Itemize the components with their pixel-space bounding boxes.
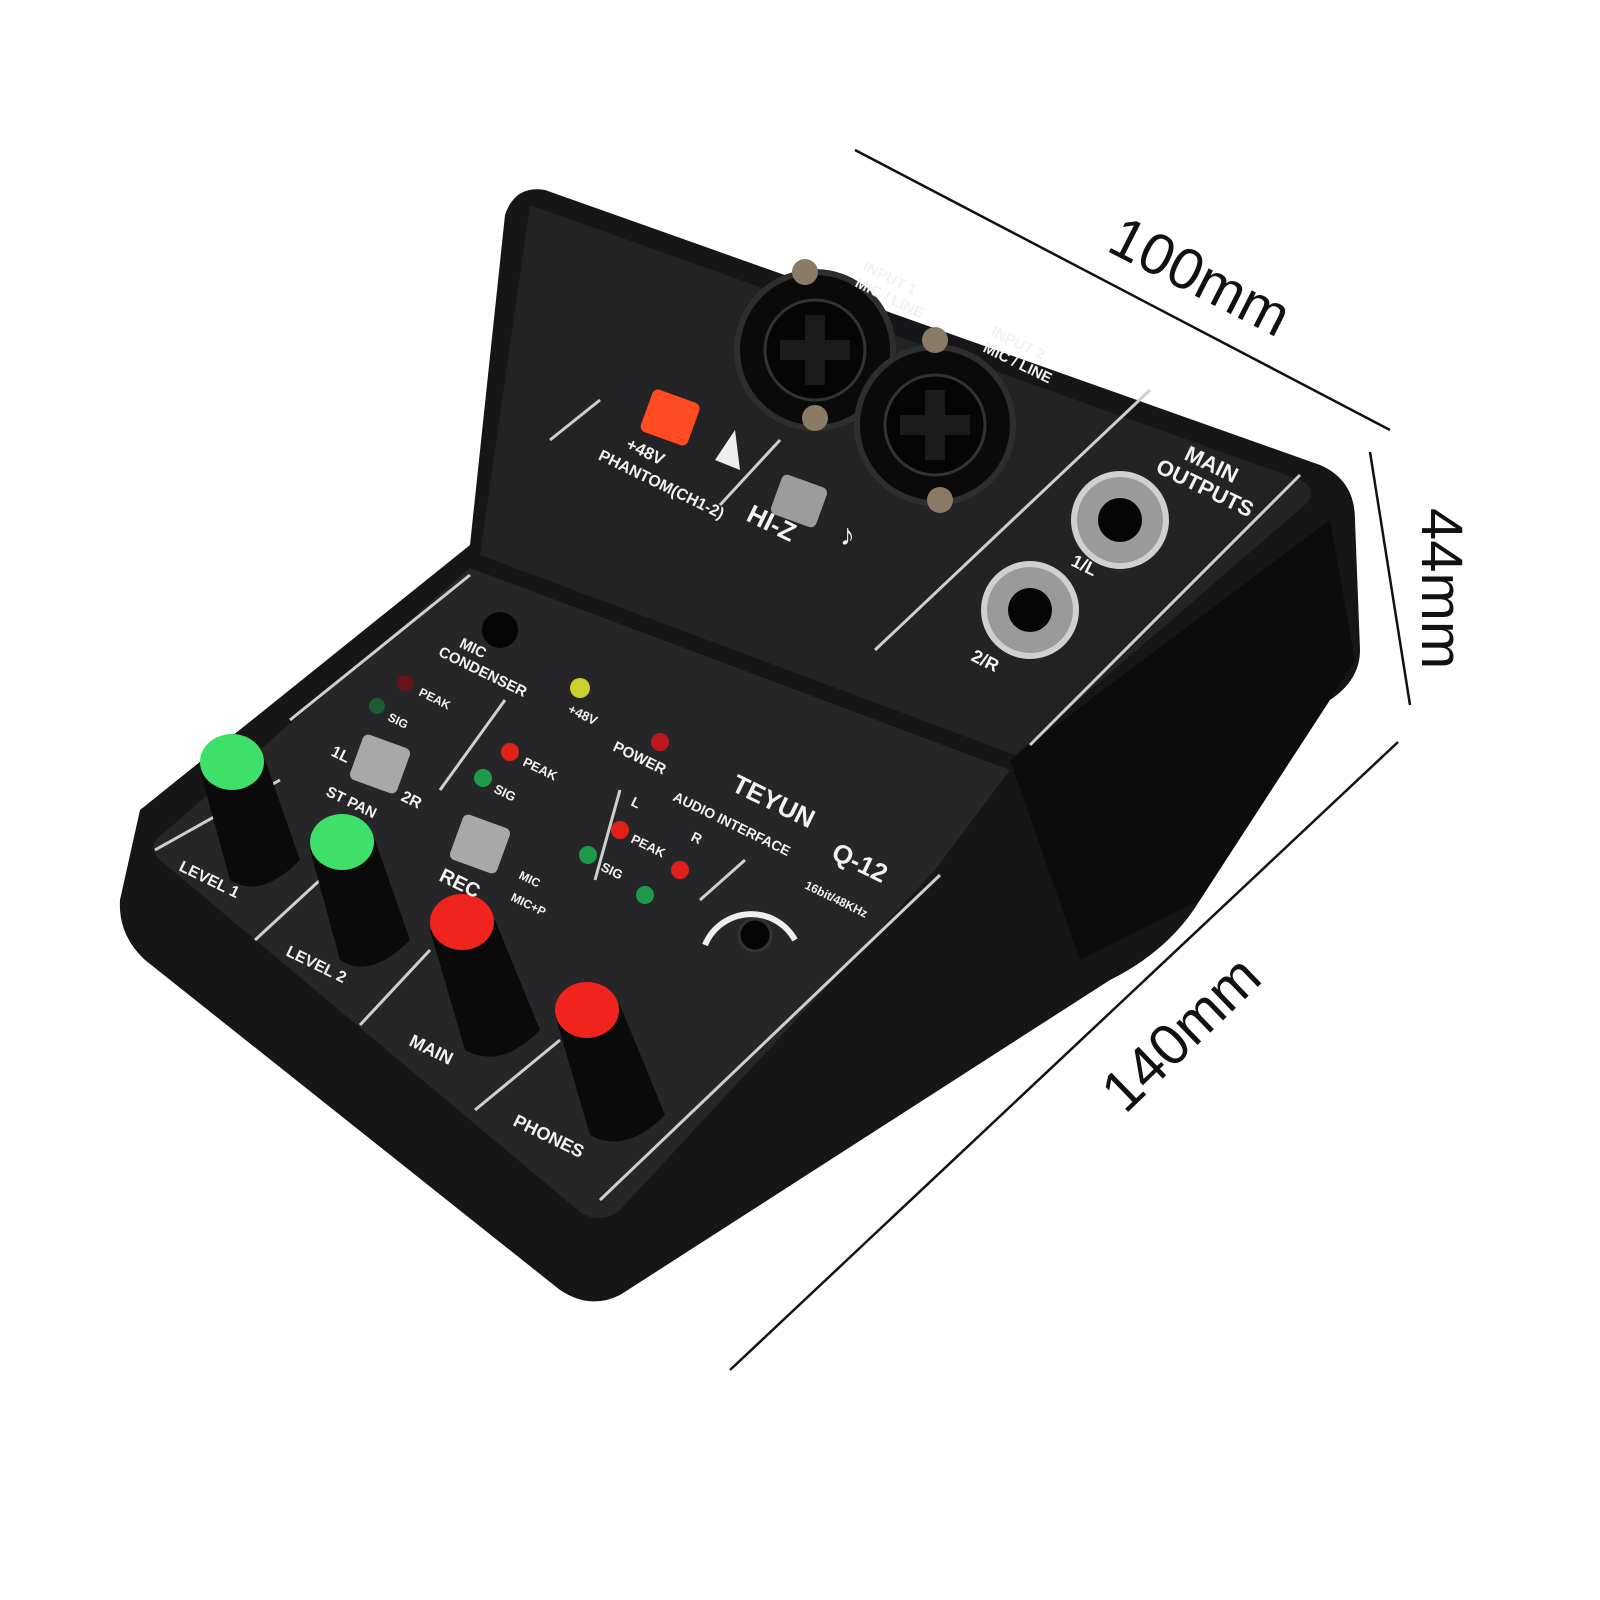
pan-1l-label: 1L [328, 743, 352, 767]
input-2-jack[interactable] [854, 344, 1016, 506]
headphone-jack[interactable] [702, 911, 798, 953]
control-panel [153, 568, 1011, 1219]
depth-dimension-line [729, 741, 1399, 1371]
st-pan-switch[interactable] [348, 733, 411, 795]
width-label: 100mm [1099, 204, 1301, 350]
output-1l-jack[interactable] [1071, 471, 1169, 569]
input-1-jack[interactable] [734, 269, 896, 431]
height-label: 44mm [1409, 508, 1474, 669]
main-knob[interactable] [430, 894, 540, 1057]
hi-z-button[interactable] [769, 473, 828, 529]
height-dimension-line [1368, 451, 1412, 706]
level-2-knob[interactable] [310, 814, 410, 967]
warning-icon [715, 430, 740, 470]
screws [792, 259, 953, 513]
output-2r-jack[interactable] [981, 561, 1079, 659]
level-1-knob[interactable] [200, 734, 300, 887]
guitar-icon: ♪ [840, 519, 855, 552]
rec-switch[interactable] [448, 813, 511, 875]
audio-interface-device: ♪ [119, 189, 1361, 1302]
phantom-power-button[interactable] [639, 388, 701, 447]
width-dimension-line [854, 148, 1391, 432]
phones-knob[interactable] [555, 982, 665, 1142]
mic-condenser-jack[interactable] [482, 612, 518, 648]
dimension-annotations [729, 148, 1412, 1371]
leds [369, 675, 689, 904]
headphone-icon [702, 911, 798, 947]
